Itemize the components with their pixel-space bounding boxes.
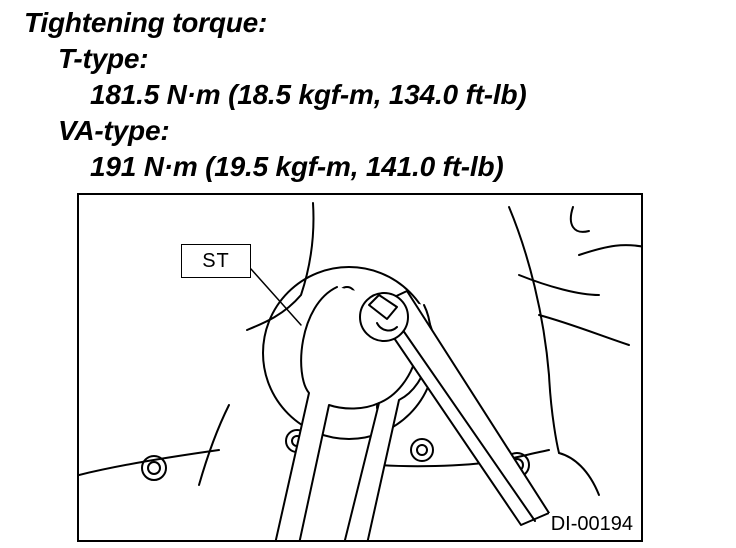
- torque-wrench-handle-inner: [390, 312, 536, 522]
- t-type-label: T-type:: [58, 43, 149, 74]
- differential-flange-drawing: [79, 202, 641, 540]
- housing-bottom-right: [558, 452, 600, 496]
- torque-heading: Tightening torque:: [24, 7, 268, 38]
- housing-left-outline: [246, 202, 315, 331]
- st-callout-label: ST: [181, 244, 251, 278]
- housing-right-curve2: [538, 314, 630, 346]
- torque-specification: Tightening torque: T-type: 181.5 N·m (18…: [0, 0, 736, 190]
- va-type-label: VA-type:: [58, 115, 170, 146]
- housing-top-right: [578, 244, 641, 256]
- torque-wrench-head: [359, 292, 409, 342]
- st-callout-leader: [250, 268, 302, 326]
- bolt-center: [410, 438, 434, 462]
- housing-right-outline: [508, 206, 560, 454]
- housing-left-lower: [79, 449, 220, 476]
- bolt-left: [141, 455, 167, 481]
- va-type-torque-value: 191 N·m (19.5 kgf-m, 141.0 ft-lb): [90, 151, 504, 182]
- housing-left-edge: [198, 404, 230, 486]
- t-type-torque-value: 181.5 N·m (18.5 kgf-m, 134.0 ft-lb): [90, 79, 527, 110]
- housing-right-swirl: [569, 206, 590, 233]
- housing-right-curve: [518, 274, 600, 296]
- service-illustration: ST DI-00194: [77, 193, 643, 542]
- figure-id: DI-00194: [548, 513, 635, 536]
